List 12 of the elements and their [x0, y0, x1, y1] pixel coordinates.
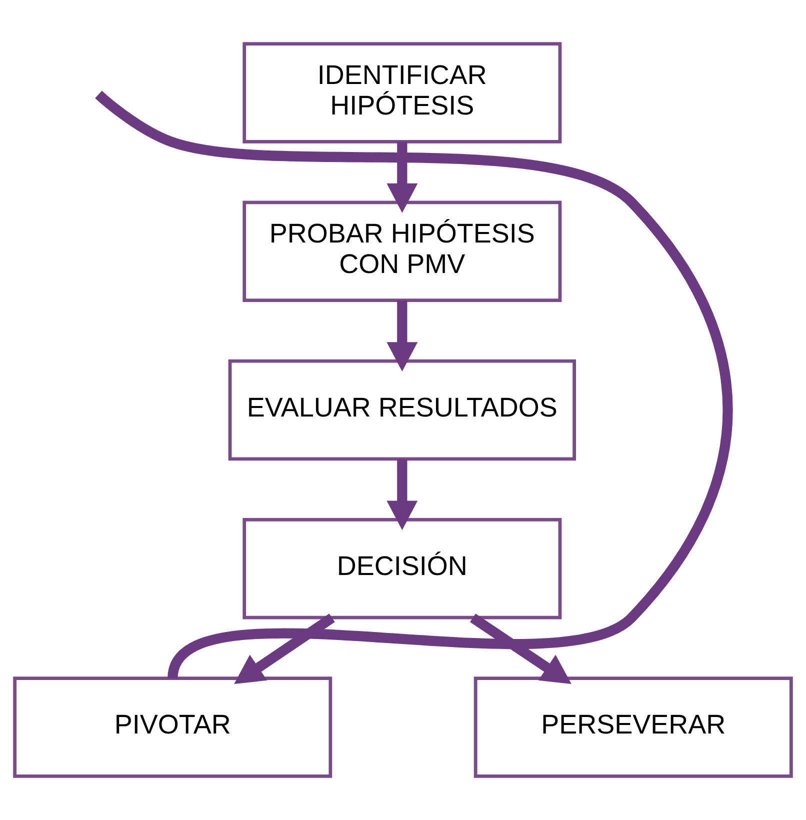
- node-box: PROBAR HIPÓTESIS CON PMV: [242, 200, 562, 302]
- node-box: DECISIÓN: [242, 518, 562, 620]
- node-box: EVALUAR RESULTADOS: [228, 359, 576, 461]
- node-box: IDENTIFICAR HIPÓTESIS: [242, 42, 562, 144]
- arrow: [386, 459, 418, 530]
- node-box: PERSEVERAR: [474, 676, 793, 778]
- arrow: [470, 614, 572, 684]
- arrow: [234, 614, 335, 684]
- arrow: [386, 300, 418, 372]
- node-box: PIVOTAR: [13, 676, 332, 778]
- arrow: [386, 142, 418, 213]
- connector: [95, 90, 733, 680]
